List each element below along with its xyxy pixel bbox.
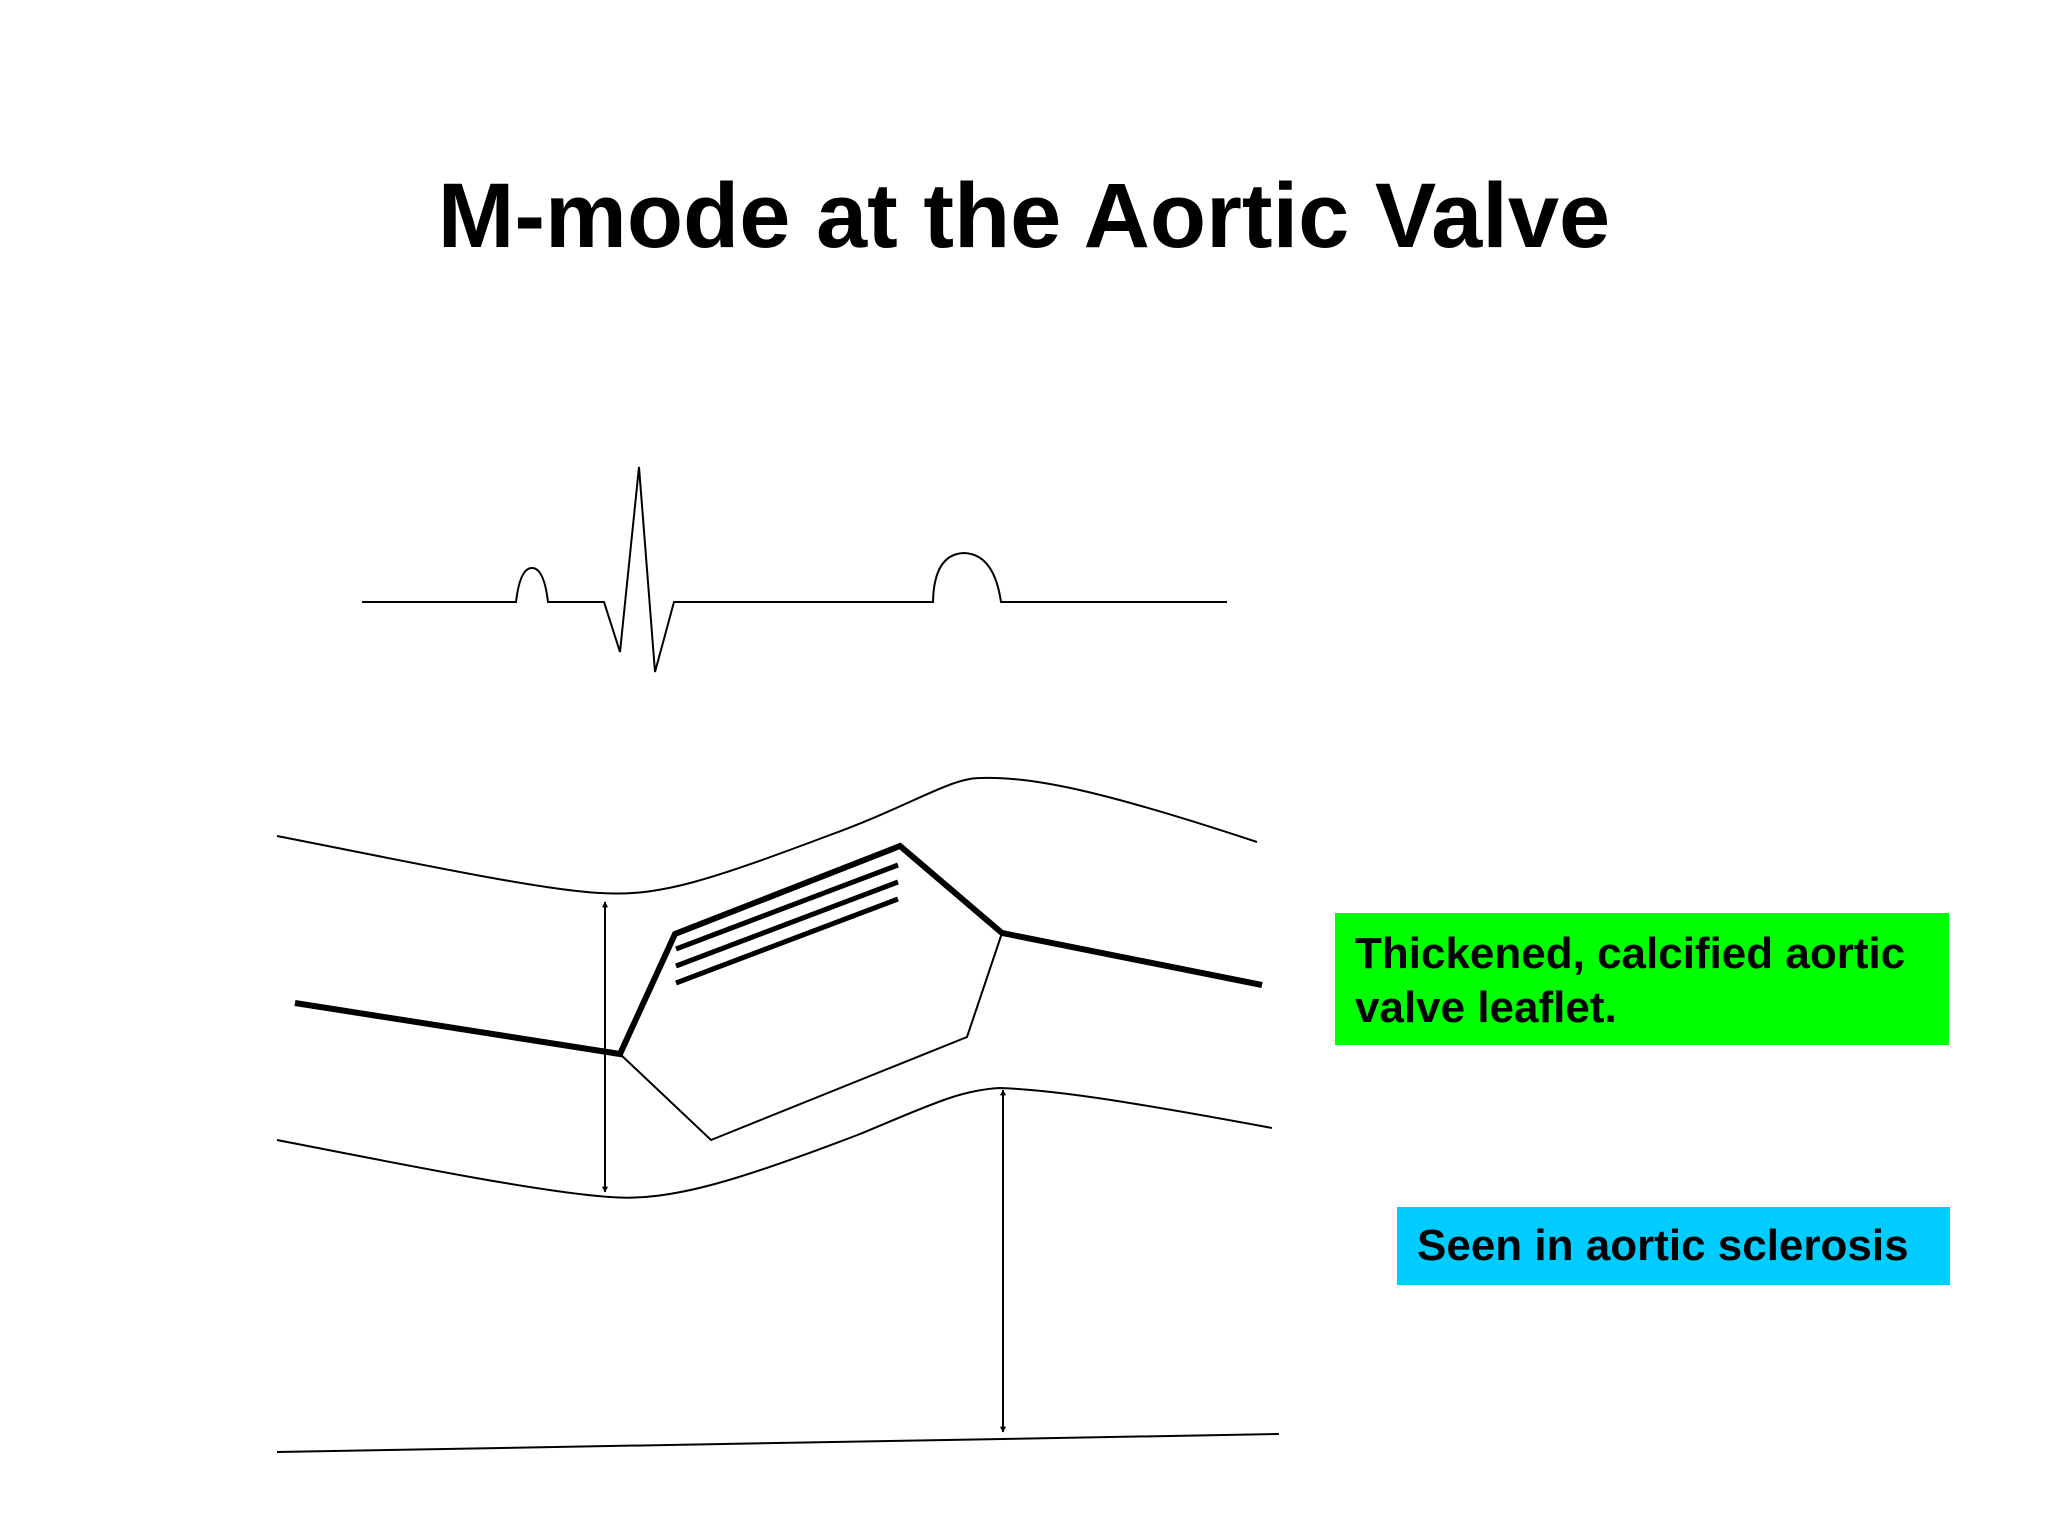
calcification-echo-line — [675, 879, 899, 969]
leaflet-callout: Thickened, calcified aortic valve leafle… — [1335, 913, 1949, 1045]
anterior-aortic-wall — [276, 776, 1258, 895]
sclerosis-callout: Seen in aortic sclerosis — [1397, 1207, 1950, 1285]
calcification-echo-line — [675, 896, 899, 986]
slide-title: M-mode at the Aortic Valve — [437, 165, 1611, 267]
leaflet-closure-line — [294, 842, 1263, 1058]
left-atrium-posterior-wall — [276, 1433, 1280, 1453]
calcification-echo-line — [675, 862, 899, 952]
posterior-aortic-wall — [276, 1086, 1273, 1199]
posterior-leaflet-opening — [619, 932, 1003, 1142]
ecg-trace — [362, 466, 1227, 673]
